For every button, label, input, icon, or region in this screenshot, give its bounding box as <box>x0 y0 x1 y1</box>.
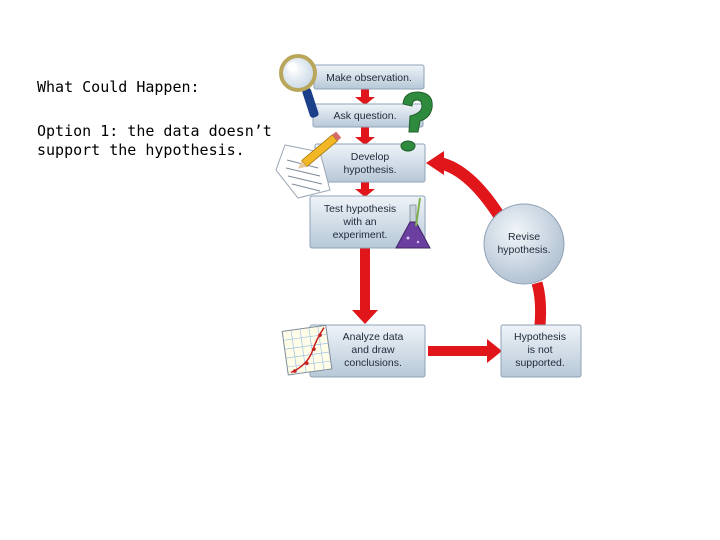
step-make-observation: Make observation. <box>313 64 425 90</box>
step-label: Ask question. <box>333 110 396 122</box>
step-label: is not <box>527 344 552 356</box>
step-label: Develop <box>351 151 390 163</box>
slide-body-text: Option 1: the data doesn’t support the h… <box>37 122 272 159</box>
step-label: hypothesis. <box>343 164 396 176</box>
step-ask-question: Ask question. <box>312 103 424 128</box>
step-label: and draw <box>351 344 395 356</box>
flow-arrows <box>352 88 547 363</box>
step-label: hypothesis. <box>497 244 550 256</box>
step-label: experiment. <box>333 229 388 241</box>
slide-heading: What Could Happen: <box>37 78 200 96</box>
graph-icon <box>281 324 333 376</box>
pencil-paper-icon <box>275 131 342 199</box>
step-label: with an <box>342 216 376 228</box>
step-label: conclusions. <box>344 357 402 369</box>
step-label: Analyze data <box>343 331 404 343</box>
step-label: Hypothesis <box>514 331 566 343</box>
step-label: Revise <box>508 231 540 243</box>
step-develop-hypothesis: Develop hypothesis. <box>314 143 426 183</box>
step-revise-hypothesis: Revise hypothesis. <box>483 203 565 285</box>
step-label: Test hypothesis <box>324 203 396 215</box>
step-label: supported. <box>515 357 565 369</box>
step-label: Make observation. <box>326 72 412 84</box>
step-hypothesis-not-supported: Hypothesis is not supported. <box>500 324 582 378</box>
step-test-hypothesis: Test hypothesis with an experiment. <box>309 195 426 249</box>
question-mark-icon <box>400 91 433 152</box>
step-analyze-data: Analyze data and draw conclusions. <box>309 324 426 378</box>
magnifier-icon <box>279 54 319 118</box>
flask-icon <box>395 197 431 249</box>
